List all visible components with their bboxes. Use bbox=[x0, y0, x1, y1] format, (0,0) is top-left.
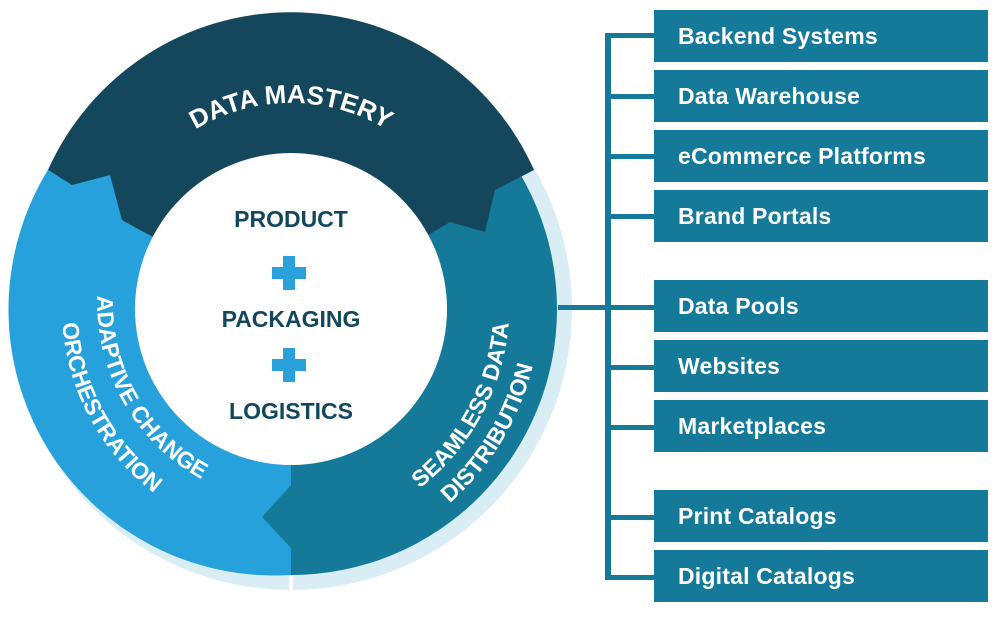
target-label: Digital Catalogs bbox=[678, 562, 856, 589]
connector-branch bbox=[605, 214, 655, 219]
target-data-warehouse: Data Warehouse bbox=[654, 70, 988, 122]
connector-branch bbox=[605, 515, 655, 520]
target-label: Data Pools bbox=[678, 292, 799, 319]
target-websites: Websites bbox=[654, 340, 988, 392]
target-label: Print Catalogs bbox=[678, 502, 837, 529]
plus-icon bbox=[272, 348, 306, 382]
center-item-product: PRODUCT bbox=[234, 206, 348, 232]
target-label: eCommerce Platforms bbox=[678, 142, 926, 169]
target-label: Marketplaces bbox=[678, 412, 827, 439]
connector-branch bbox=[605, 425, 655, 430]
target-label: Backend Systems bbox=[678, 22, 878, 49]
connector-branch bbox=[605, 154, 655, 159]
target-backend-systems: Backend Systems bbox=[654, 10, 988, 62]
ring-gap-left bbox=[18, 158, 44, 175]
target-marketplaces: Marketplaces bbox=[654, 400, 988, 452]
target-label: Data Warehouse bbox=[678, 82, 861, 109]
target-label: Brand Portals bbox=[678, 202, 832, 229]
target-print-catalogs: Print Catalogs bbox=[654, 490, 988, 542]
connector-branch bbox=[605, 365, 655, 370]
center-circle bbox=[135, 153, 447, 465]
center-item-packaging: PACKAGING bbox=[221, 306, 361, 332]
target-data-pools: Data Pools bbox=[654, 280, 988, 332]
connector-branch bbox=[605, 575, 655, 580]
target-brand-portals: Brand Portals bbox=[654, 190, 988, 242]
target-ecommerce-platforms: eCommerce Platforms bbox=[654, 130, 988, 182]
center-item-logistics: LOGISTICS bbox=[229, 398, 353, 424]
connector-branch bbox=[605, 305, 655, 310]
plus-icon bbox=[272, 256, 306, 290]
target-digital-catalogs: Digital Catalogs bbox=[654, 550, 988, 602]
connector-main bbox=[558, 305, 611, 310]
ring-gap-right bbox=[538, 158, 564, 175]
connector-branch bbox=[605, 94, 655, 99]
target-label: Websites bbox=[678, 352, 781, 379]
connector-branch bbox=[605, 33, 655, 38]
